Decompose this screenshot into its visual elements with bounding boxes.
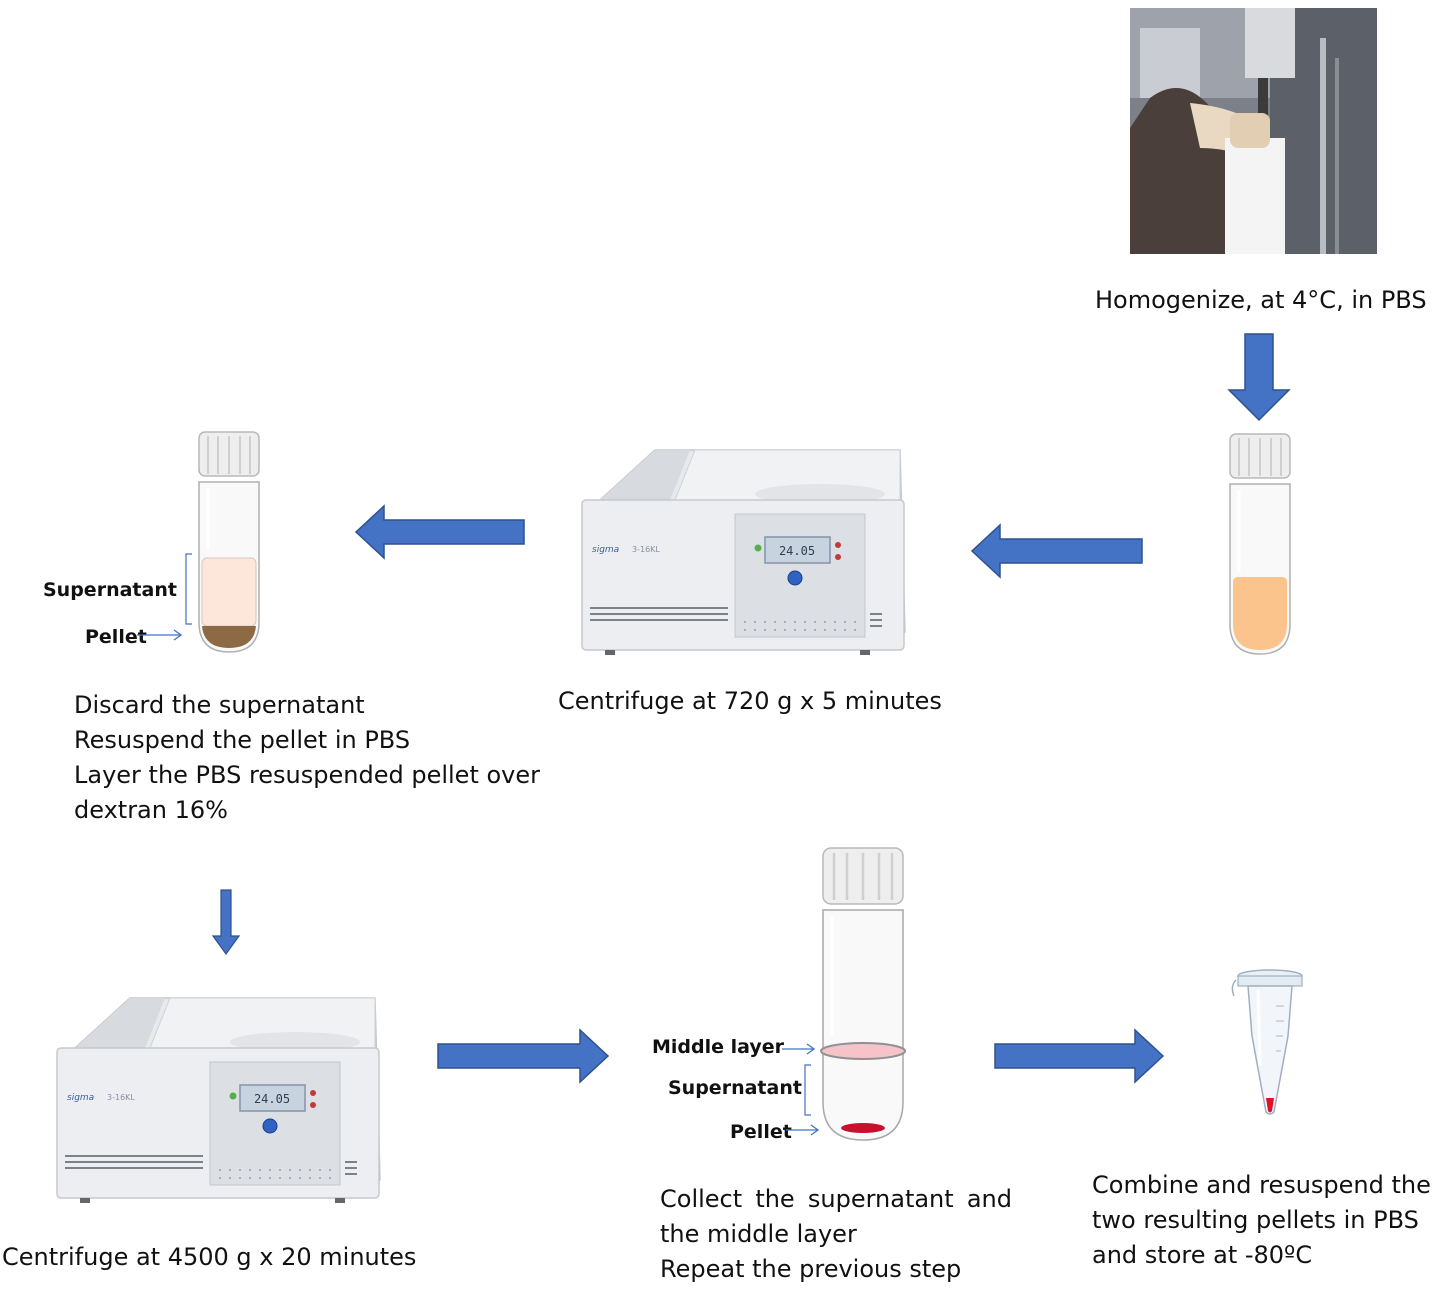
middle-layer-pointer-arrow	[782, 1043, 816, 1055]
combine-line: and store at -80ºC	[1092, 1241, 1313, 1269]
centrifuge-machine: 24.05 sigma 3-16KL	[581, 449, 906, 655]
sample-tube	[1229, 433, 1291, 655]
brand-logo: sigma	[592, 545, 619, 555]
down-arrow-icon	[211, 889, 241, 956]
collect-line: Collect the supernatant and	[660, 1185, 1012, 1213]
model-label: 3-16KL	[632, 545, 660, 554]
pellet-pointer-arrow	[137, 629, 183, 641]
pellet-label: Pellet	[730, 1121, 792, 1143]
model-label: 3-16KL	[107, 1093, 135, 1102]
left-arrow-icon	[354, 504, 525, 560]
collect-line: Repeat the previous step	[660, 1255, 962, 1283]
microcentrifuge-tube	[1231, 969, 1303, 1115]
pellet-pointer-arrow	[786, 1124, 820, 1136]
discard-line: dextran 16%	[74, 796, 228, 824]
pellet-label: Pellet	[85, 626, 147, 648]
homogenizer-photo	[1130, 8, 1377, 254]
combine-line: Combine and resuspend the	[1092, 1171, 1431, 1199]
middle-layer-label: Middle layer	[652, 1036, 785, 1058]
supernatant-bracket	[804, 1064, 811, 1116]
brand-logo: sigma	[67, 1093, 94, 1103]
supernatant-label: Supernatant	[43, 579, 177, 601]
combine-line: two resulting pellets in PBS	[1092, 1206, 1419, 1234]
homogenize-caption: Homogenize, at 4°C, in PBS	[1095, 286, 1427, 314]
discard-line: Resuspend the pellet in PBS	[74, 726, 411, 754]
right-arrow-icon	[437, 1028, 610, 1084]
gradient-tube	[820, 847, 906, 1141]
right-arrow-icon	[994, 1028, 1165, 1084]
discard-caption: Discard the supernatant Resuspend the pe…	[74, 688, 540, 828]
collect-line: the middle layer	[660, 1220, 857, 1248]
discard-line: Discard the supernatant	[74, 691, 365, 719]
centrifuge-display: 24.05	[779, 544, 815, 558]
supernatant-bracket	[185, 553, 192, 625]
supernatant-label: Supernatant	[668, 1077, 802, 1099]
centrifuge2-caption: Centrifuge at 4500 g x 20 minutes	[2, 1243, 417, 1271]
discard-line: Layer the PBS resuspended pellet over	[74, 761, 540, 789]
centrifuge-machine: 24.05 sigma 3-16KL	[56, 997, 381, 1203]
left-arrow-icon	[970, 523, 1143, 579]
centrifuge1-caption: Centrifuge at 720 g x 5 minutes	[558, 687, 942, 715]
down-arrow-icon	[1227, 333, 1291, 422]
collect-caption: Collect the supernatant and the middle l…	[660, 1182, 1012, 1287]
separated-tube	[198, 431, 260, 653]
centrifuge-display: 24.05	[254, 1092, 290, 1106]
combine-caption: Combine and resuspend the two resulting …	[1092, 1168, 1431, 1273]
